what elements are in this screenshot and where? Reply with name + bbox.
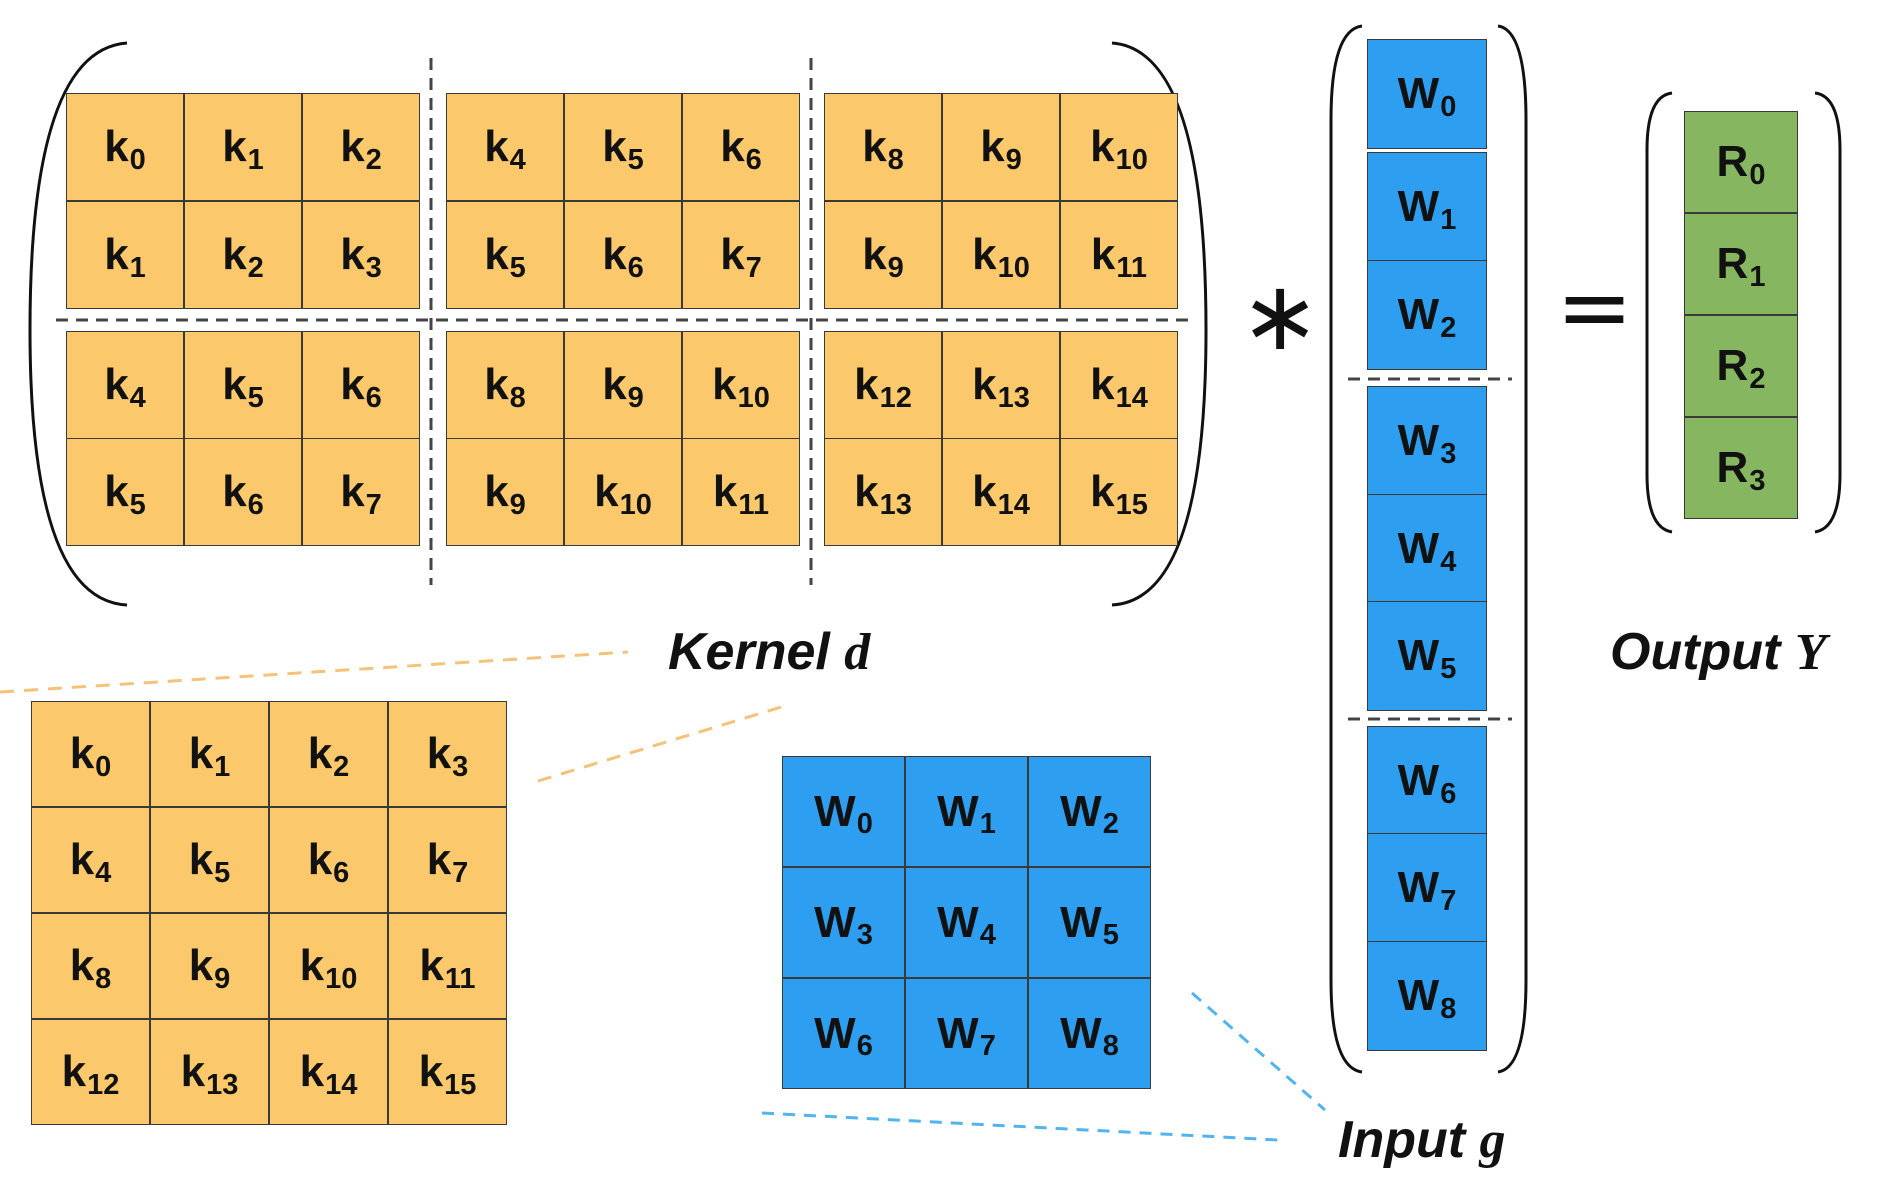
- input-connector-lower: [761, 1111, 1279, 1142]
- output-label-var: Y: [1794, 624, 1827, 681]
- input-label: Input g: [1338, 1110, 1506, 1170]
- multiply-symbol: ∗: [1240, 260, 1321, 372]
- output-vector-right-bracket: [1814, 91, 1842, 534]
- input-label-var: g: [1479, 1112, 1506, 1169]
- kernel-label: Kernel d: [668, 622, 870, 682]
- kernel-connector-lower: [537, 703, 789, 783]
- kernel-connector-upper: [0, 650, 629, 694]
- input-connector-upper: [1191, 991, 1326, 1112]
- output-label-word: Output: [1610, 623, 1781, 681]
- equals-symbol: =: [1556, 254, 1634, 361]
- kernel-matrix-left-bracket: [28, 41, 128, 607]
- kernel-label-var: d: [844, 624, 871, 681]
- input-vector-left-bracket: [1329, 24, 1363, 1074]
- kernel-label-word: Kernel: [668, 623, 830, 681]
- output-vector-left-bracket: [1645, 91, 1673, 534]
- kernel-matrix-right-bracket: [1111, 41, 1208, 607]
- output-label: Output Y: [1610, 622, 1827, 682]
- input-vector-right-bracket: [1497, 24, 1528, 1074]
- input-label-word: Input: [1338, 1111, 1466, 1169]
